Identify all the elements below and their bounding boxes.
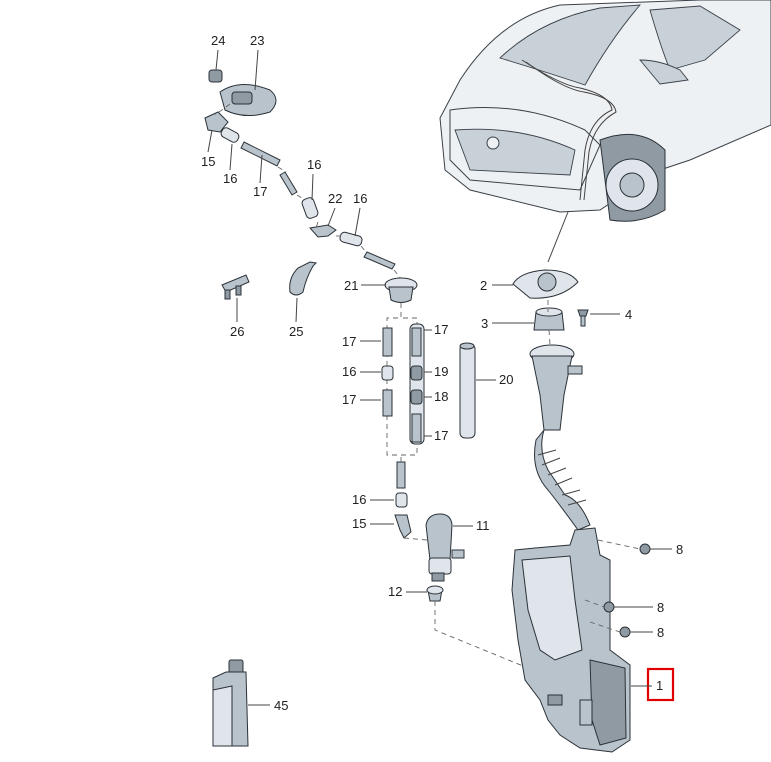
callout-4: 4	[625, 307, 632, 322]
callout-15: 15	[352, 516, 366, 531]
callout-17: 17	[434, 322, 448, 337]
clip-part	[221, 274, 250, 300]
filler-neck-cap-part	[533, 307, 565, 331]
callout-20: 20	[499, 372, 513, 387]
callout-8: 8	[676, 542, 683, 557]
screw-part	[577, 309, 589, 327]
callout-17: 17	[253, 184, 267, 199]
callout-19: 19	[434, 364, 448, 379]
callout-3: 3	[481, 316, 488, 331]
hose-pieces-column	[381, 323, 425, 445]
callout-16: 16	[342, 364, 356, 379]
callout-17: 17	[342, 334, 356, 349]
vehicle-illustration	[439, 0, 771, 222]
callout-15: 15	[201, 154, 215, 169]
grommet-part	[384, 277, 418, 303]
callout-21: 21	[344, 278, 358, 293]
callout-16: 16	[307, 157, 321, 172]
callout-23: 23	[250, 33, 264, 48]
callout-16: 16	[352, 492, 366, 507]
car-pointer-line	[547, 211, 569, 263]
pump-hose-parts	[394, 461, 465, 602]
callout-11: 11	[476, 518, 490, 533]
filler-neck-part	[529, 344, 591, 531]
callout-26: 26	[230, 324, 244, 339]
callout-22: 22	[328, 191, 342, 206]
washer-reservoir-part	[511, 527, 631, 753]
cap-part	[512, 269, 579, 299]
callout-25: 25	[289, 324, 303, 339]
callout-17: 17	[342, 392, 356, 407]
callout-1: 1	[656, 678, 663, 693]
callout-16: 16	[223, 171, 237, 186]
nut-part	[603, 543, 651, 638]
highlight-box	[646, 667, 675, 702]
callout-8: 8	[657, 600, 664, 615]
callout-12: 12	[388, 584, 402, 599]
callout-18: 18	[434, 389, 448, 404]
callout-45: 45	[274, 698, 288, 713]
callout-17: 17	[434, 428, 448, 443]
tube-part	[459, 342, 476, 439]
callout-8: 8	[657, 625, 664, 640]
fluid-bottle-part	[212, 659, 249, 747]
callout-24: 24	[211, 33, 225, 48]
hose-assembly-parts	[204, 69, 396, 270]
callout-2: 2	[480, 278, 487, 293]
cable-tie-part	[289, 261, 318, 296]
callout-16: 16	[353, 191, 367, 206]
